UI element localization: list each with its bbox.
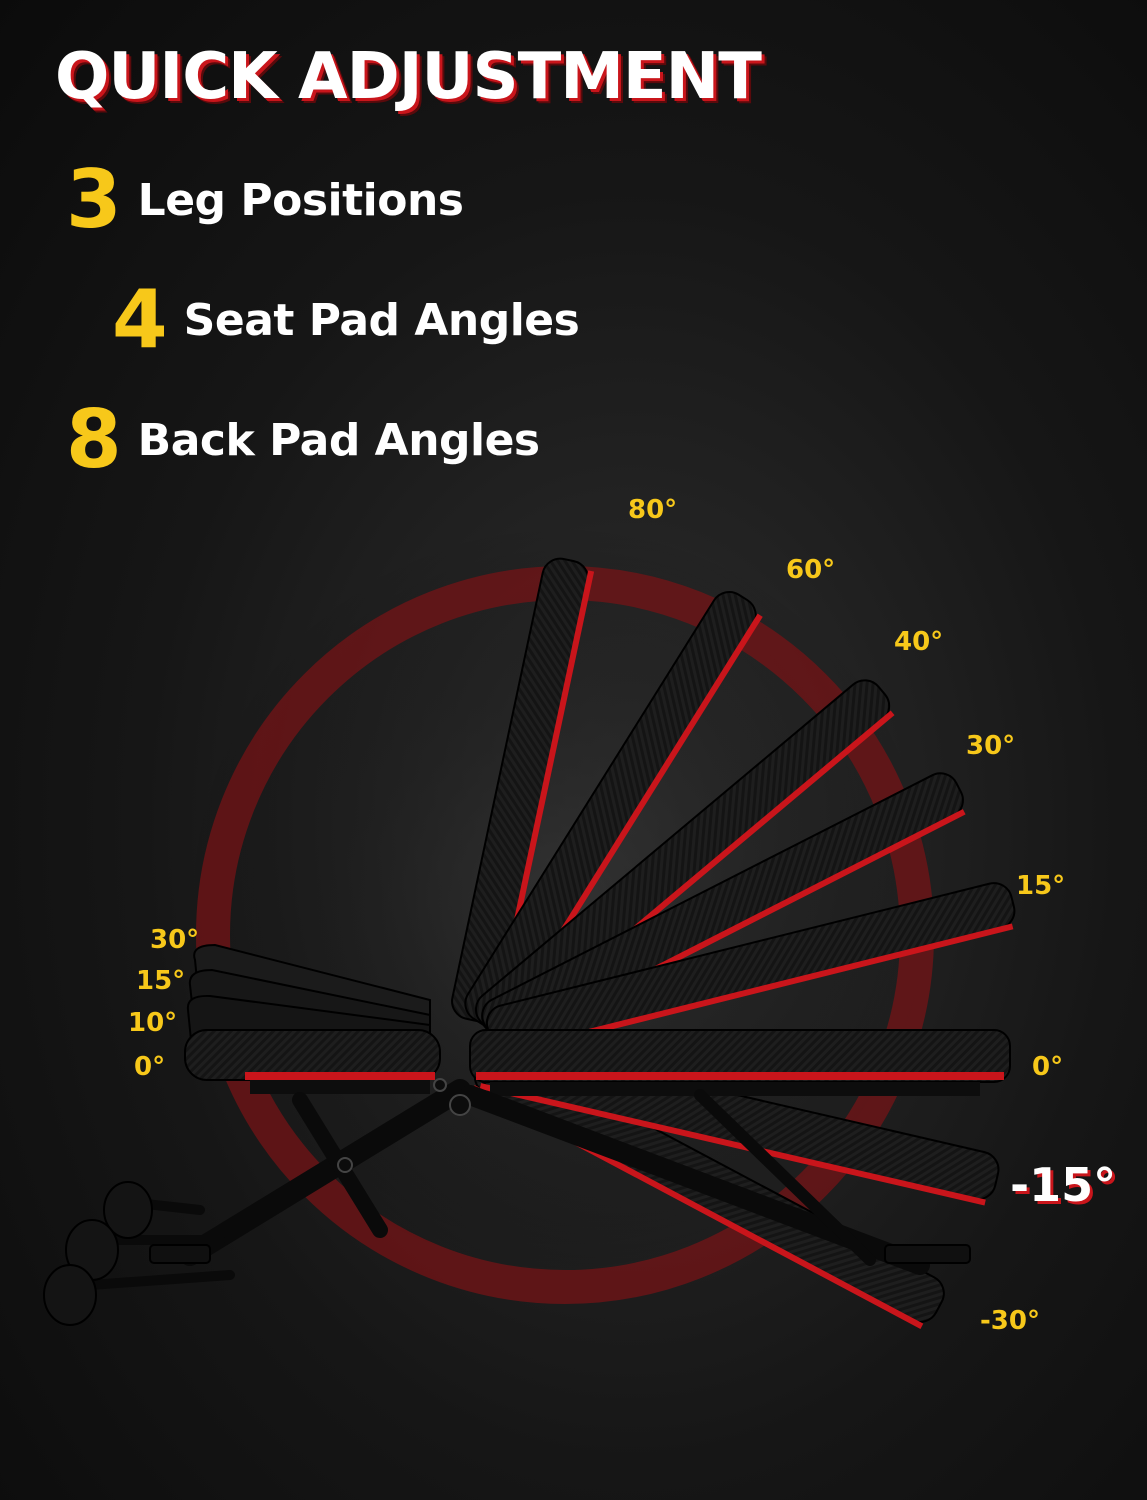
back-pad-80 bbox=[451, 557, 595, 1023]
back-angle-60: 60° bbox=[786, 555, 836, 585]
floor-feet bbox=[149, 1244, 971, 1264]
seat-angle-30: 30° bbox=[150, 925, 200, 955]
back-pad-fan bbox=[451, 557, 1016, 1329]
spec-leg-number: 3 bbox=[66, 153, 122, 246]
back-angle-neg15: -15° bbox=[1010, 1158, 1117, 1212]
spec-back-angles: 8 Back Pad Angles bbox=[66, 400, 540, 480]
back-angle-0: 0° bbox=[1032, 1052, 1064, 1082]
spec-seat-angles: 4 Seat Pad Angles bbox=[112, 273, 580, 366]
seat-pad-stack bbox=[184, 943, 441, 1094]
seat-angle-15: 15° bbox=[136, 966, 186, 996]
headline: QUICK ADJUSTMENT bbox=[55, 40, 762, 114]
foot-rollers bbox=[43, 1181, 153, 1326]
spec-seat-label: Seat Pad Angles bbox=[183, 294, 580, 346]
back-angle-30: 30° bbox=[966, 731, 1016, 761]
seat-angle-0: 0° bbox=[134, 1052, 166, 1082]
pivot-bolts bbox=[337, 1078, 471, 1173]
spec-back-label: Back Pad Angles bbox=[137, 414, 540, 466]
back-angle-80: 80° bbox=[628, 495, 678, 525]
seat-angle-10: 10° bbox=[128, 1008, 178, 1038]
back-angle-40: 40° bbox=[894, 627, 944, 657]
back-pad-0 bbox=[469, 1029, 1011, 1096]
back-angle-neg30: -30° bbox=[980, 1306, 1040, 1336]
back-angle-15: 15° bbox=[1016, 871, 1066, 901]
spec-leg-positions: 3 Leg Positions bbox=[66, 153, 464, 246]
spec-back-number: 8 bbox=[66, 393, 122, 486]
spec-seat-number: 4 bbox=[112, 273, 168, 366]
spec-leg-label: Leg Positions bbox=[137, 174, 464, 226]
